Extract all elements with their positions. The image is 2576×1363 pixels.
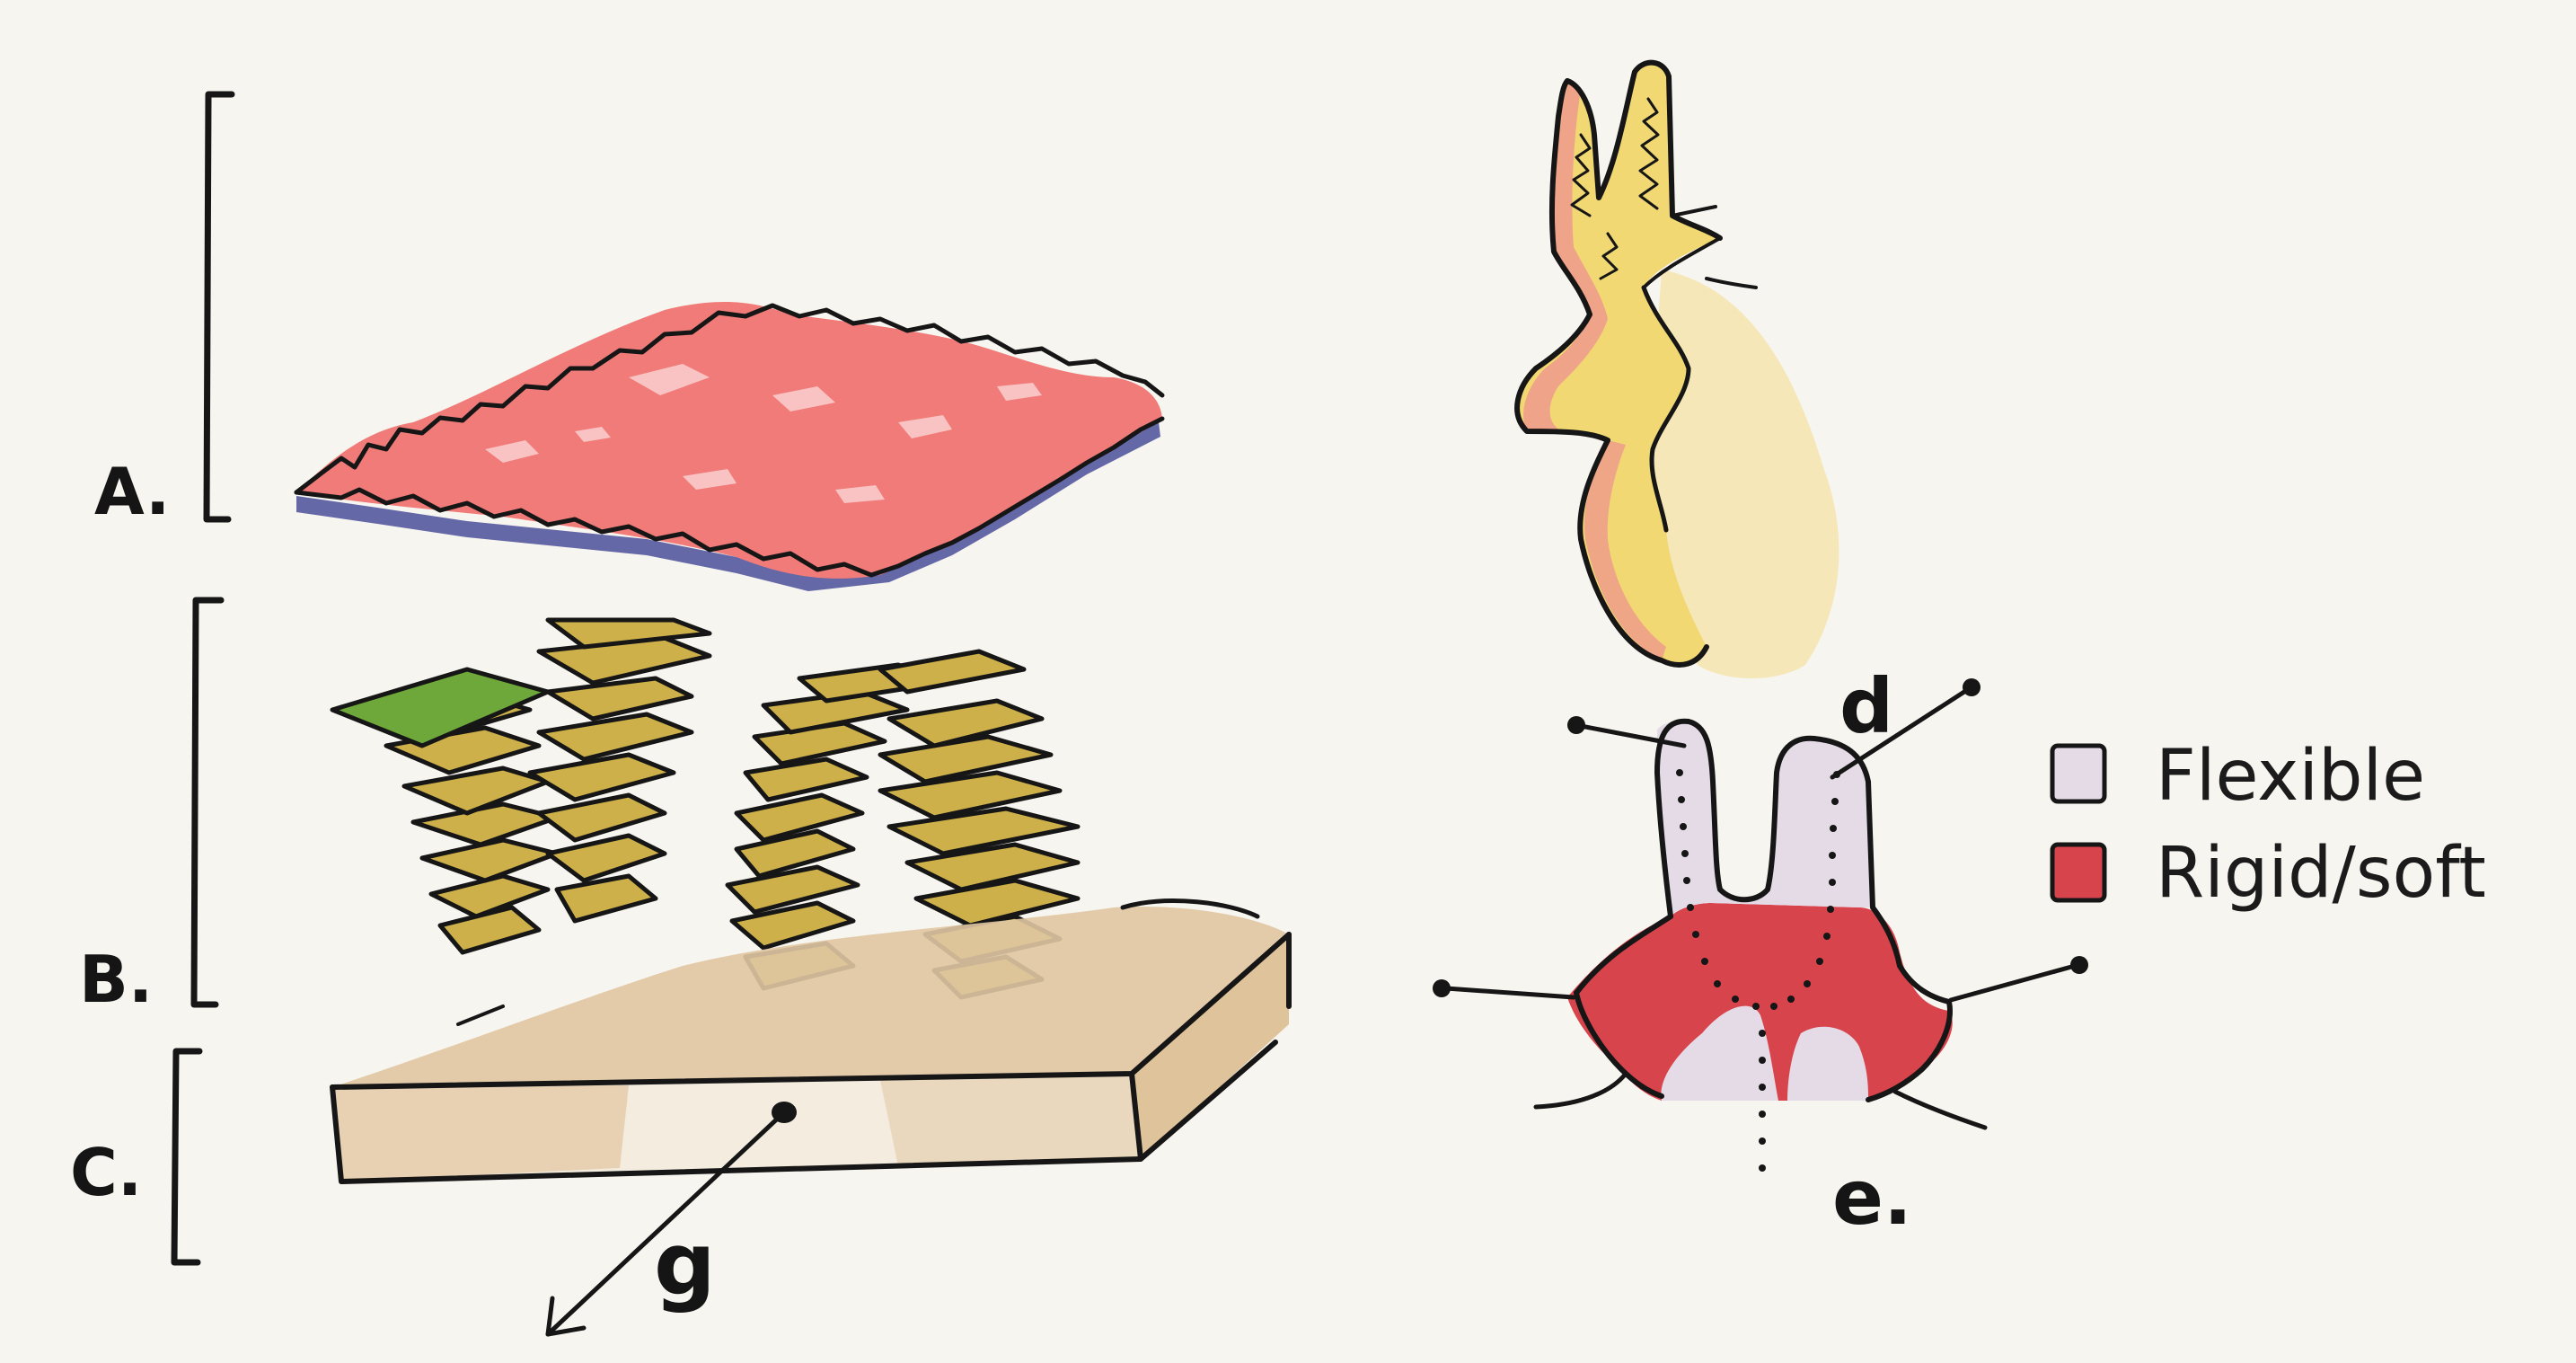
- finger-part-flexible-core: [1661, 1005, 1778, 1101]
- legend-label-flexible: Flexible: [2156, 736, 2425, 817]
- layer-b-label: B.: [79, 942, 153, 1017]
- finger-part-leads: [1433, 678, 2088, 1130]
- layer-c-base: [330, 898, 1292, 1184]
- layer-a-top: [296, 301, 1162, 579]
- legend-swatch-rigid-soft: [2050, 842, 2107, 903]
- finger-part-flexible-core-2: [1787, 1026, 1868, 1101]
- detail-e-label: e.: [1832, 1154, 1912, 1242]
- base-side-right: [1132, 934, 1289, 1159]
- finger-part: [1433, 678, 2088, 1172]
- legend-label-rigid-soft: Rigid/soft: [2156, 833, 2486, 914]
- tile-stack-right: [725, 649, 1081, 1000]
- hand-sketch: [1514, 59, 1839, 678]
- legend: Flexible Rigid/soft: [2050, 736, 2486, 914]
- bracket-a: [203, 91, 235, 523]
- layer-a-underside: [296, 422, 1160, 591]
- base-top: [332, 907, 1289, 1087]
- tile-stack-left: [366, 617, 712, 955]
- legend-swatch-flexible: [2050, 743, 2107, 804]
- finger-part-flexible: [1657, 721, 1873, 916]
- layer-b-tiles: [330, 617, 1081, 1000]
- detail-d-label: d: [1839, 662, 1893, 750]
- base-front-tint: [332, 1085, 629, 1182]
- layer-c-label: C.: [70, 1135, 142, 1210]
- tile-green: [330, 667, 551, 748]
- hand-pink-lower: [1584, 440, 1666, 660]
- gravity-vector: [545, 1102, 797, 1337]
- layer-a-label: A.: [94, 454, 170, 529]
- bracket-c: [171, 1048, 203, 1266]
- hand-pink-edge: [1523, 81, 1608, 431]
- hand-wash: [1644, 270, 1839, 678]
- base-front-tint-2: [880, 1074, 1141, 1166]
- layer-a-sheet: [294, 301, 1165, 591]
- bracket-b: [190, 597, 225, 1008]
- vector-label: g: [654, 1214, 716, 1314]
